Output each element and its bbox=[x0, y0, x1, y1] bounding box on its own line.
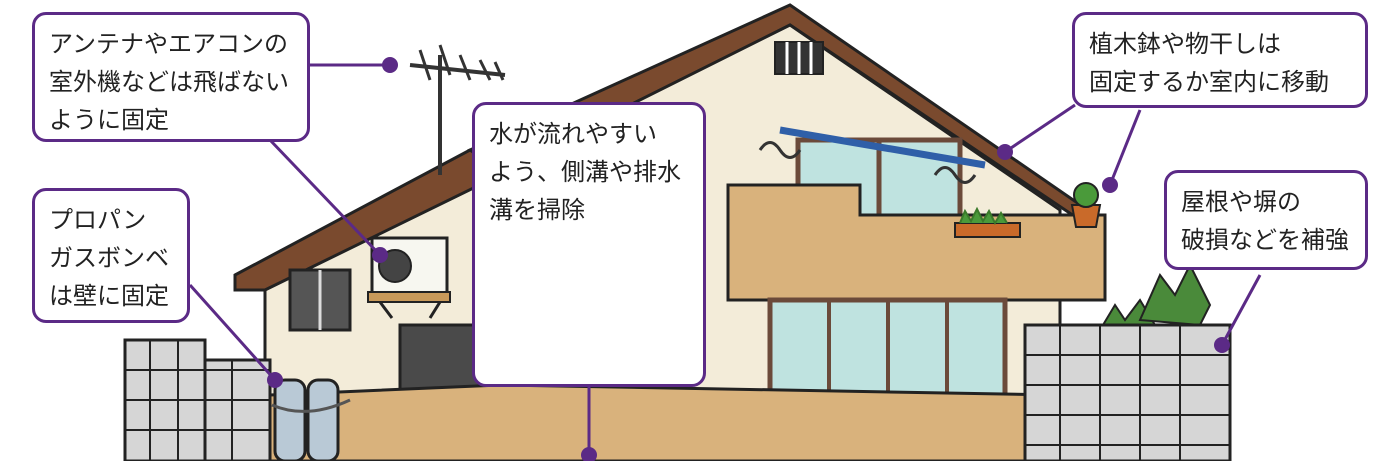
left-block-wall bbox=[123, 338, 272, 461]
callout-roof-wall: 屋根や塀の 破損などを補強 bbox=[1164, 170, 1368, 270]
callout-line: 屋根や塀の bbox=[1181, 188, 1301, 216]
callout-line: 室外機などは飛ばない bbox=[49, 68, 289, 96]
foundation bbox=[268, 383, 1062, 461]
callout-propane: プロパン ガスボンベ は壁に固定 bbox=[32, 188, 190, 323]
callout-antenna-aircon: アンテナやエアコンの 室外機などは飛ばない ように固定 bbox=[32, 12, 310, 142]
callout-line: は壁に固定 bbox=[49, 282, 169, 310]
connector-lines bbox=[188, 57, 1262, 461]
vent bbox=[774, 41, 824, 75]
callout-line: 破損などを補強 bbox=[1181, 226, 1349, 254]
callout-line: ガスボンベ bbox=[49, 244, 169, 272]
callout-line: 溝を掃除 bbox=[489, 196, 585, 224]
callout-drain: 水が流れやすい よう、側溝や排水 溝を掃除 bbox=[472, 102, 706, 387]
callout-line: 固定するか室内に移動 bbox=[1089, 68, 1329, 96]
propane-cylinders bbox=[271, 378, 351, 461]
callout-line: 植木鉢や物干しは bbox=[1089, 30, 1281, 58]
right-block-wall bbox=[1023, 262, 1232, 461]
callout-line: よう、側溝や排水 bbox=[489, 158, 681, 186]
callout-line: ように固定 bbox=[49, 106, 169, 134]
callout-line: プロパン bbox=[49, 206, 147, 234]
antenna bbox=[409, 44, 506, 175]
air-conditioner-unit bbox=[367, 236, 451, 319]
callout-line: アンテナやエアコンの bbox=[49, 30, 289, 58]
callout-plants-laundry: 植木鉢や物干しは 固定するか室内に移動 bbox=[1072, 12, 1368, 108]
callout-line: 水が流れやすい bbox=[489, 120, 657, 148]
